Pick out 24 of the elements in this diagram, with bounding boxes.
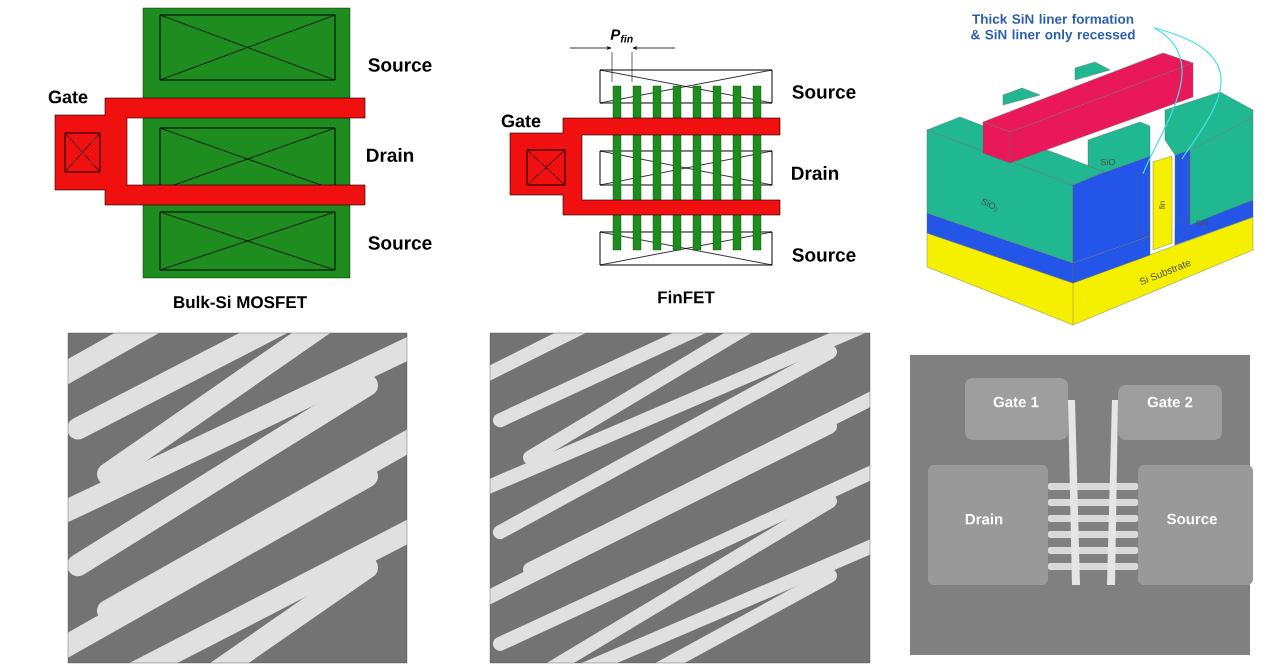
photo-label: Gate 2 [1147,396,1193,408]
layer-label: SiO$_{2}$ [981,198,998,213]
leader-line [1153,27,1222,160]
photo-label: Source [1167,513,1217,525]
layout-label: Drain [367,148,414,162]
layout-label: Source [368,58,432,72]
layout-label: Source [368,236,432,250]
layout-label: Drain [792,166,839,180]
layer-label: SiO [1100,158,1116,166]
layout-label: Source [792,85,856,99]
layer-label: fin [1159,201,1165,210]
leader-line [1142,27,1183,175]
layer-label: SiN [1195,220,1208,226]
layout-label: Gate [48,90,88,104]
photo-label: Gate 1 [993,396,1039,408]
figure-caption: Bulk-Si MOSFET [174,295,307,309]
layout-label: Source [792,248,856,262]
layout-label: Gate [501,114,541,128]
dimension-label: P$_{fin}$ [610,29,633,43]
figure-caption: FinFET [658,290,715,304]
photo-label: Drain [965,513,1003,525]
liner-strip [1136,173,1150,237]
liner-strip [1175,158,1189,222]
callout-text: Thick SiN liner formation & SiN liner only recessed [971,13,1135,43]
